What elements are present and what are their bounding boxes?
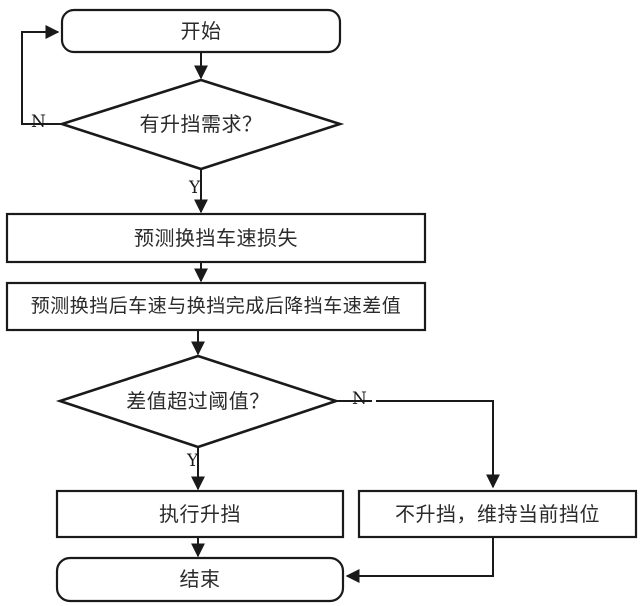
- node-decision2-shape[interactable]: [55, 354, 341, 449]
- node-process3-shape[interactable]: [55, 489, 345, 539]
- edge-decision1-no-loop: [21, 25, 60, 125]
- node-end-shape[interactable]: [55, 556, 345, 603]
- node-process2-shape[interactable]: [5, 281, 427, 332]
- node-process4-shape[interactable]: [357, 489, 638, 539]
- node-start-shape[interactable]: [60, 8, 342, 54]
- edge-decision2-no-to-process4: [336, 400, 493, 487]
- node-decision1-shape[interactable]: [57, 78, 345, 171]
- node-process1-shape[interactable]: [5, 212, 427, 264]
- edge-process4-to-end: [345, 537, 494, 583]
